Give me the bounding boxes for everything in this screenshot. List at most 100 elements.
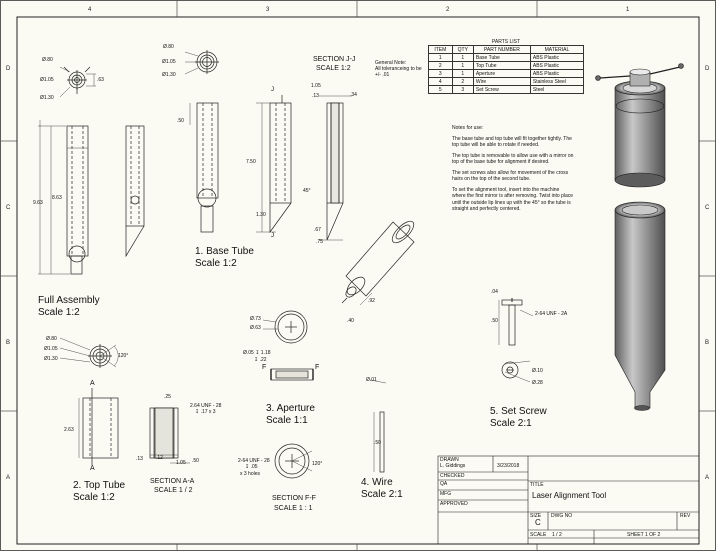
dimension-label: 7.50 (246, 159, 256, 165)
base-tube-iso-view (341, 220, 415, 306)
section-letter: J (271, 87, 274, 93)
notes-paragraph: The base tube and top tube will fit toge… (452, 135, 572, 149)
aperture-section-view (270, 368, 314, 381)
view-title: 1. Base Tube (195, 246, 254, 257)
dimension-label: .13 (312, 93, 319, 99)
sheet-number: SHEET 1 OF 2 (627, 532, 661, 538)
dimension-label: 2-64 UNF - 28 (238, 458, 270, 464)
parts-list-row: 5 3 Set Screw Steel (428, 85, 585, 94)
parts-list-cell: Top Tube (472, 61, 531, 70)
parts-list-header-row: ITEM QTY PART NUMBER MATERIAL (428, 45, 585, 54)
parts-list-table: PARTS LIST ITEM QTY PART NUMBER MATERIAL… (428, 39, 585, 94)
title-block-lines (437, 455, 700, 545)
parts-list-cell: Set Screw (472, 85, 531, 94)
parts-list-cell: 1 (428, 53, 453, 62)
dimension-label: 1.05 (311, 83, 321, 89)
zone-left-b: B (6, 340, 11, 346)
parts-list-cell: 1 (451, 69, 474, 78)
dimension-label: .67 (314, 227, 321, 233)
base-tube-top-view (195, 50, 219, 74)
dimension-label: 8.63 (52, 195, 62, 201)
parts-list-cell: Steel (529, 85, 585, 94)
dimension-label: ↧ .05 (245, 464, 258, 470)
dimension-label: Ø1.05 (40, 77, 54, 83)
wire-view (373, 411, 385, 473)
dimension-label: .25 (164, 394, 171, 400)
view-scale: Scale 2:1 (361, 489, 403, 500)
section-letter: A (90, 465, 95, 472)
parts-list-cell: 3 (428, 69, 453, 78)
title-block-label: APPROVED (440, 501, 468, 507)
parts-list-row: 2 1 Top Tube ABS Plastic (428, 61, 585, 70)
dimension-label: Ø.80 (163, 44, 174, 50)
section-letter: F (315, 364, 320, 371)
dimension-label: .13 (136, 456, 143, 462)
assembly-top-view (63, 66, 96, 94)
parts-list-header: QTY (451, 45, 474, 54)
dimension-label: 2.63 (64, 427, 74, 433)
exploded-assembly-3d (595, 63, 684, 411)
dimension-label: Ø1.30 (40, 95, 54, 101)
dimension-label: .40 (347, 318, 354, 324)
dimension-label: .50 (192, 458, 199, 464)
dimension-label: Ø1.05 (162, 59, 176, 65)
parts-list-header: ITEM (428, 45, 453, 54)
view-title: SECTION A-A (150, 478, 195, 485)
view-scale: Scale 1:2 (38, 307, 80, 318)
view-scale: Scale 1:2 (73, 492, 115, 503)
title-block-label: QA (440, 481, 448, 487)
title-block-label: REV (680, 513, 691, 519)
title-block-label: DRAWN (440, 457, 459, 463)
assembly-angled-view (125, 125, 145, 258)
parts-list-cell: 1 (451, 61, 474, 70)
dimension-label: .34 (350, 92, 357, 98)
zone-top-3: 3 (266, 7, 270, 13)
dimension-label: .12 (156, 455, 163, 461)
parts-list-header: MATERIAL (529, 45, 585, 54)
view-title: 5. Set Screw (490, 406, 547, 417)
dimension-label: x 3 holes (240, 471, 261, 477)
dimension-label: 2-64 UNF - 2A (535, 311, 568, 317)
view-scale: SCALE 1 : 1 (274, 505, 313, 512)
set-screw-top-view (501, 361, 519, 379)
top-tube-side-view (78, 388, 119, 465)
parts-list-caption: PARTS LIST (491, 39, 521, 45)
title-block-drawn-by: L. Giddings (440, 463, 466, 469)
zone-top-1: 1 (626, 7, 630, 13)
section-j-view-2 (319, 95, 352, 241)
sheet-size: C (535, 518, 541, 527)
set-screw-side-view (498, 298, 523, 346)
title-block-label: SCALE (530, 532, 547, 538)
dimension-label: .50 (374, 440, 381, 446)
parts-list-cell: 5 (428, 85, 453, 94)
dimension-label: Ø.80 (42, 57, 53, 63)
dimension-label: Ø.28 (532, 380, 543, 386)
drawing-scale: 1 / 2 (552, 532, 562, 538)
title-block-label: DWG NO (551, 513, 573, 519)
dimension-label: Ø.10 (532, 368, 543, 374)
base-tube-side-view (189, 102, 219, 233)
zone-right-d: D (705, 66, 710, 72)
dimension-label: Ø.01 (366, 377, 377, 383)
section-a-view (149, 407, 190, 464)
view-title: SECTION J-J (313, 56, 356, 63)
general-note-line: General Note: (375, 60, 407, 66)
title-block-label: MFG (440, 491, 452, 497)
parts-list-cell: 2 (451, 77, 474, 86)
section-letter: A (90, 380, 95, 387)
parts-list-cell: Stainless Steel (529, 77, 585, 86)
parts-list-row: 1 1 Base Tube ABS Plastic (428, 53, 585, 62)
aperture-top-view (274, 310, 308, 344)
zone-left-a: A (6, 475, 11, 481)
dimension-label: Ø1.30 (162, 72, 176, 78)
dimension-label: 45° (303, 188, 311, 194)
dimension-label: Ø.63 (250, 325, 261, 331)
zone-right-a: A (705, 475, 710, 481)
view-title: Full Assembly (38, 295, 100, 306)
dimension-label: 120° (118, 353, 129, 359)
dimension-label: 9.63 (33, 200, 43, 206)
dimension-label: .50 (491, 318, 498, 324)
